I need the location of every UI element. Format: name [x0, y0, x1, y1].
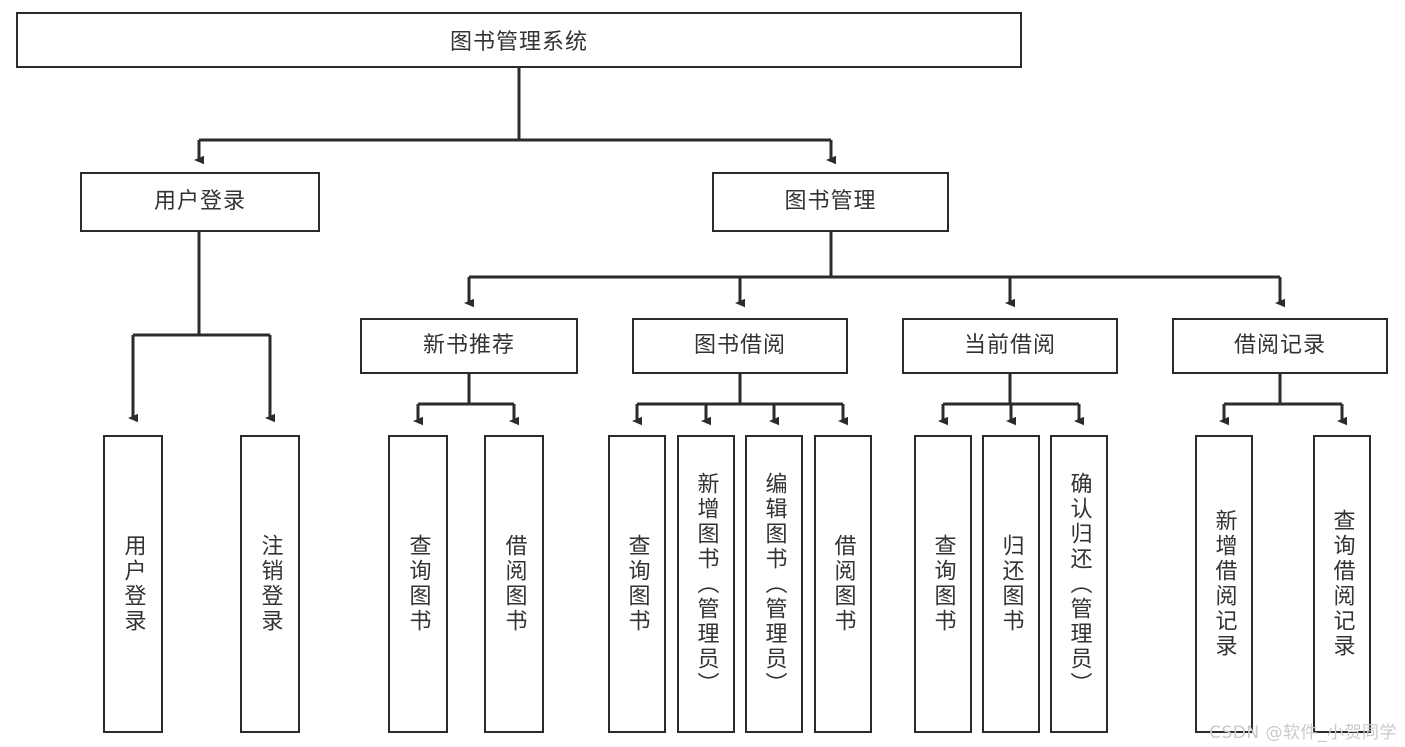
leaf-label: 借阅图书	[830, 534, 856, 634]
leaf-logout[interactable]: 注销登录	[240, 435, 300, 733]
leaf-label: 查询图书	[624, 534, 650, 634]
node-label: 借阅记录	[1233, 332, 1326, 358]
leaf-query-book-current[interactable]: 查询图书	[914, 435, 972, 733]
leaf-label: 查询图书	[930, 534, 956, 634]
leaf-label: 归还图书	[998, 534, 1024, 634]
node-label: 当前借阅	[963, 332, 1056, 358]
leaf-edit-book-admin[interactable]: 编辑图书（管理员）	[745, 435, 803, 733]
node-user-login[interactable]: 用户登录	[80, 172, 320, 232]
node-root-label: 图书管理系统	[449, 30, 588, 55]
node-label: 新书推荐	[422, 332, 515, 358]
leaf-label: 编辑图书（管理员）	[761, 471, 787, 697]
leaf-add-borrow-record[interactable]: 新增借阅记录	[1195, 435, 1253, 733]
leaf-user-login[interactable]: 用户登录	[103, 435, 163, 733]
leaf-query-borrow-record[interactable]: 查询借阅记录	[1313, 435, 1371, 733]
node-book-borrow[interactable]: 图书借阅	[632, 318, 848, 374]
leaf-borrow-book[interactable]: 借阅图书	[814, 435, 872, 733]
node-current-borrow[interactable]: 当前借阅	[902, 318, 1118, 374]
leaf-label: 用户登录	[120, 534, 146, 634]
leaf-label: 注销登录	[257, 534, 283, 634]
watermark: CSDN @软件_小贺同学	[1209, 723, 1397, 743]
leaf-confirm-return-admin[interactable]: 确认归还（管理员）	[1050, 435, 1108, 733]
node-label: 图书管理	[784, 188, 877, 214]
leaf-label: 查询借阅记录	[1329, 509, 1355, 659]
node-new-book-recommend[interactable]: 新书推荐	[360, 318, 578, 374]
leaf-add-book-admin[interactable]: 新增图书（管理员）	[677, 435, 735, 733]
node-label: 用户登录	[153, 188, 246, 214]
leaf-label: 新增图书（管理员）	[693, 471, 719, 697]
node-label: 图书借阅	[693, 332, 786, 358]
leaf-borrow-book-recommend[interactable]: 借阅图书	[484, 435, 544, 733]
leaf-return-book[interactable]: 归还图书	[982, 435, 1040, 733]
leaf-query-book-recommend[interactable]: 查询图书	[388, 435, 448, 733]
leaf-label: 借阅图书	[501, 534, 527, 634]
node-borrow-record[interactable]: 借阅记录	[1172, 318, 1388, 374]
leaf-query-book-borrow[interactable]: 查询图书	[608, 435, 666, 733]
node-root[interactable]: 图书管理系统	[16, 12, 1022, 68]
node-book-management[interactable]: 图书管理	[712, 172, 949, 232]
leaf-label: 查询图书	[405, 534, 431, 634]
leaf-label: 新增借阅记录	[1211, 509, 1237, 659]
leaf-label: 确认归还（管理员）	[1066, 471, 1092, 697]
